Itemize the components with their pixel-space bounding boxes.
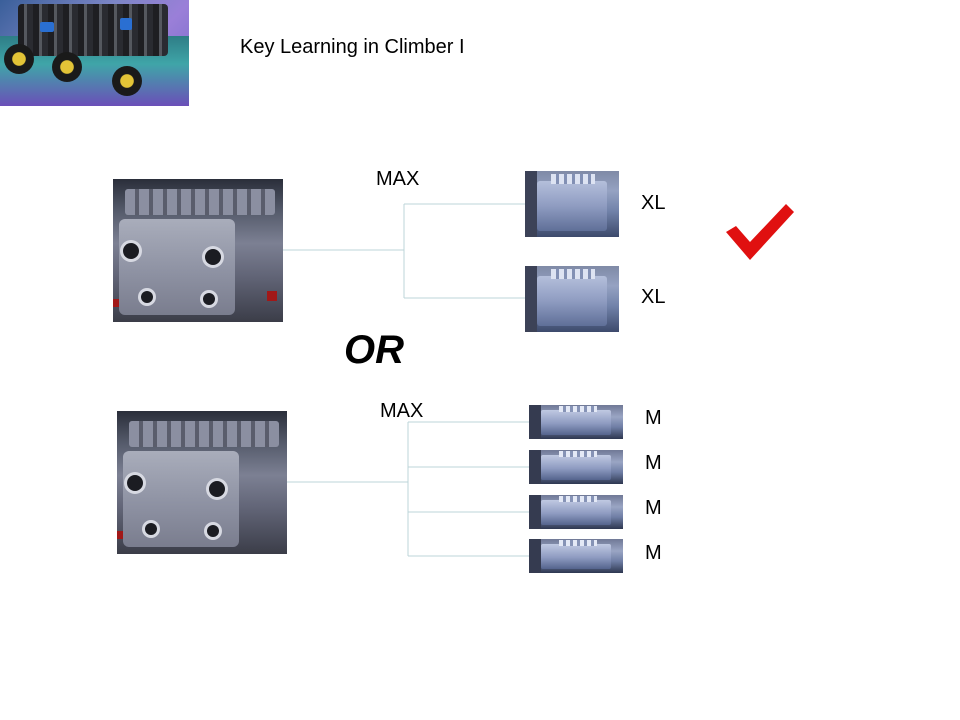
motor-body [537, 181, 607, 231]
motor-top [559, 496, 597, 502]
motor-ridge [125, 189, 275, 215]
motor-top [559, 406, 597, 412]
option-a-source-label: MAX [376, 168, 420, 190]
motor-body [541, 544, 611, 569]
motor-edge [525, 266, 537, 332]
option-b-output-label: M [645, 497, 662, 519]
m-motor-photo [529, 450, 623, 484]
motor-hole [145, 523, 157, 535]
motor-part [267, 291, 277, 301]
checkmark-shape [726, 204, 794, 260]
motor-top [559, 451, 597, 457]
m-motor-photo [529, 405, 623, 439]
m-motor-photo [529, 539, 623, 573]
motor-body [541, 410, 611, 435]
motor-plate [123, 451, 239, 547]
motor-ridge [129, 421, 279, 447]
robot-photo-part [120, 18, 132, 30]
motor-hole [127, 475, 143, 491]
xl-motor-photo [525, 266, 619, 332]
motor-top [551, 174, 595, 184]
motor-body [541, 455, 611, 480]
motor-edge [529, 450, 541, 484]
motor-hole [141, 291, 153, 303]
robot-photo [0, 0, 189, 106]
robot-photo-part [40, 22, 54, 32]
motor-hole [205, 249, 221, 265]
motor-hole [123, 243, 139, 259]
motor-plate [119, 219, 235, 315]
option-b-output-label: M [645, 407, 662, 429]
robot-photo-wheel [112, 66, 142, 96]
option-a-output-label: XL [641, 192, 666, 214]
motor-top [559, 540, 597, 546]
motor-edge [529, 405, 541, 439]
motor-body [537, 276, 607, 326]
option-a-output-label: XL [641, 286, 666, 308]
checkmark-icon [726, 204, 794, 260]
option-b-source-label: MAX [380, 400, 424, 422]
motor-hole [207, 525, 219, 537]
motor-edge [529, 495, 541, 529]
robot-photo-wheel [4, 44, 34, 74]
robot-photo-wheel [52, 52, 82, 82]
m-motor-photo [529, 495, 623, 529]
motor-hole [209, 481, 225, 497]
motor-part [117, 531, 123, 539]
max-motor-photo [113, 179, 283, 322]
option-b-output-label: M [645, 542, 662, 564]
option-b-output-label: M [645, 452, 662, 474]
motor-top [551, 269, 595, 279]
motor-edge [525, 171, 537, 237]
motor-part [113, 299, 119, 307]
motor-edge [529, 539, 541, 573]
motor-body [541, 500, 611, 525]
max-motor-photo [117, 411, 287, 554]
slide-title: Key Learning in Climber I [240, 36, 465, 58]
motor-hole [203, 293, 215, 305]
xl-motor-photo [525, 171, 619, 237]
or-separator: OR [344, 328, 404, 372]
